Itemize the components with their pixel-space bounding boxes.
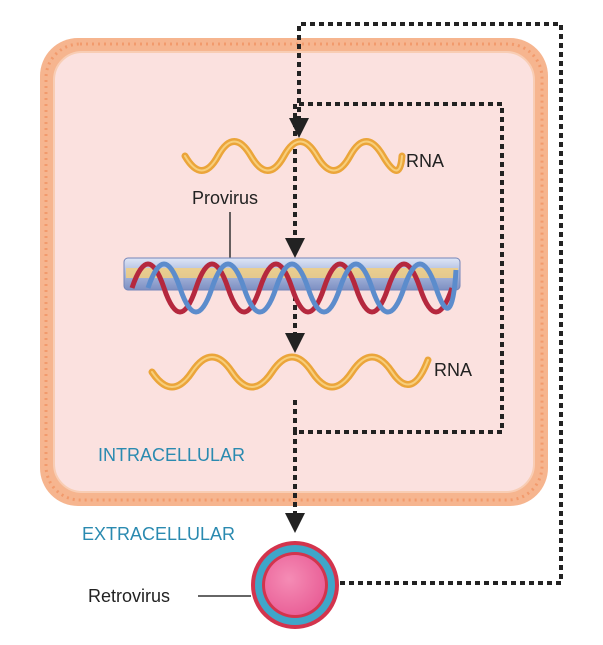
rna-strand-bottom-highlight (151, 356, 429, 388)
provirus-label: Provirus (192, 188, 258, 208)
provirus-dna (123, 257, 461, 315)
retrovirus-label: Retrovirus (88, 586, 170, 606)
reentry-loop-arrow (289, 22, 563, 585)
rna-label-bottom: RNA (434, 360, 472, 380)
rna-strand-top-highlight (184, 140, 403, 172)
intracellular-label: INTRACELLULAR (98, 445, 245, 465)
retrovirus-particle (251, 541, 339, 629)
extracellular-label: EXTRACELLULAR (82, 524, 235, 544)
rna-label-top: RNA (406, 151, 444, 171)
